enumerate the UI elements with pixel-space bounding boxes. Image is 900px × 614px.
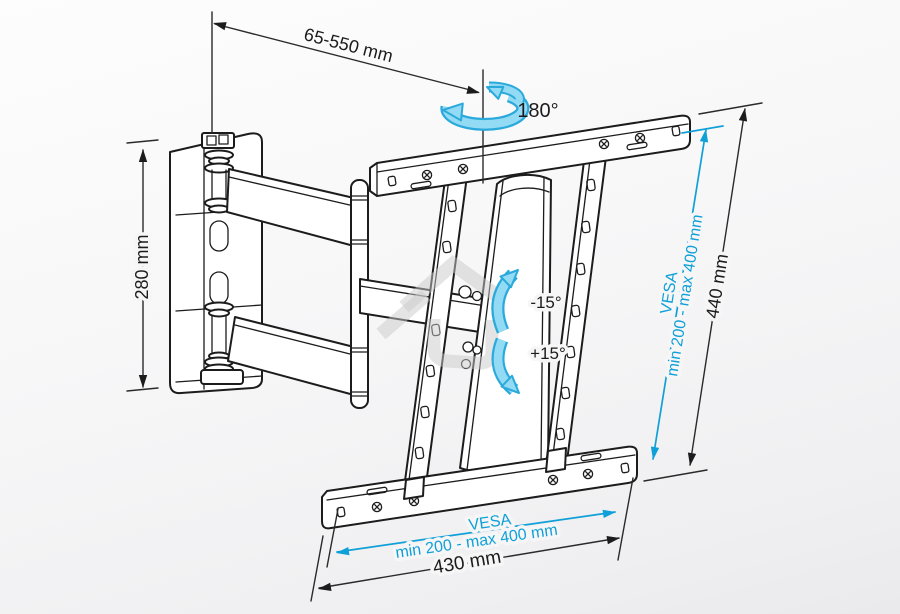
tilt-up-label: -15°: [530, 293, 561, 312]
tilt-annotation: -15° +15°: [491, 269, 569, 395]
tilt-up-arrowhead: [499, 269, 519, 289]
screw: [421, 132, 646, 181]
plate-cutout-lower: [209, 271, 229, 305]
dim-label-arm-extension: 65-550 mm: [302, 24, 395, 66]
tilt-down-label: +15°: [530, 344, 566, 363]
swivel-arrowhead-top: [486, 85, 505, 100]
swivel-annotation: 180°: [440, 69, 559, 184]
right-arm-foot: [545, 447, 567, 473]
dim-arm-extension: 65-550 mm: [211, 11, 480, 134]
screw: [371, 468, 594, 513]
left-arm-foot: [403, 476, 425, 500]
dim-wall-plate-height: 280 mm: [126, 139, 159, 392]
swivel-arrowhead-left: [442, 102, 464, 122]
watermark-logo: [376, 255, 505, 370]
dim-label-bracket-height: 440 mm: [702, 252, 732, 319]
top-rail: [369, 114, 691, 197]
plate-cutout-upper: [209, 220, 229, 252]
swivel-label: 180°: [517, 100, 558, 122]
bottom-extension-lines: [310, 477, 634, 602]
tilt-down-arrowhead: [500, 374, 520, 394]
tilt-bolt-upper: [458, 285, 472, 299]
tilt-bolt-lower: [462, 341, 474, 353]
dim-label-wall-plate-height: 280 mm: [132, 234, 152, 299]
bottom-rail: [321, 445, 638, 530]
bottom-hinge-bracket: [200, 369, 244, 385]
